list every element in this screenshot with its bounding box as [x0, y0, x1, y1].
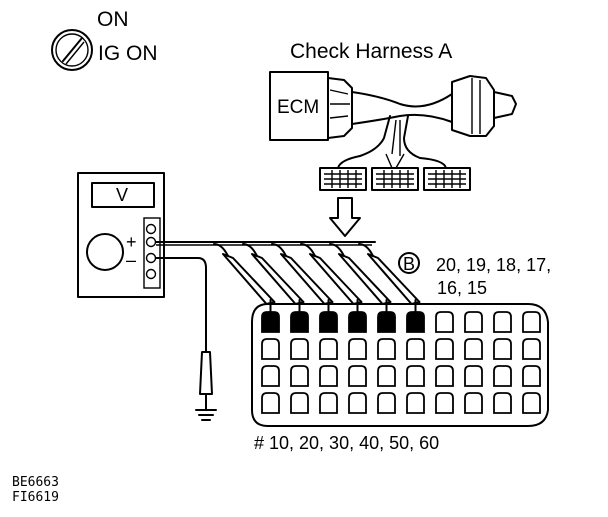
connector-pins-line1: 20, 19, 18, 17, [436, 255, 551, 275]
connector-pin [406, 338, 425, 360]
connector-pin [464, 365, 483, 387]
connector-pin [348, 392, 367, 414]
connector-pin [319, 338, 338, 360]
connector-pin [319, 392, 338, 414]
connector-bottom-label: # 10, 20, 30, 40, 50, 60 [254, 433, 439, 453]
connector-pin [290, 392, 309, 414]
connector-pin-probed [348, 311, 367, 333]
connector-pin [522, 365, 541, 387]
down-arrow-icon [329, 197, 361, 237]
switch-on-label: ON [97, 8, 129, 31]
connector-pin-probed [406, 311, 425, 333]
connector-pin [522, 311, 541, 333]
connector-pin [377, 365, 396, 387]
connector-pin [261, 365, 280, 387]
connector-pin-probed [319, 311, 338, 333]
connector-pin-probed [290, 311, 309, 333]
connector-pin [522, 392, 541, 414]
connector-pin-probed [377, 311, 396, 333]
connector-letter: B [403, 254, 415, 274]
connector-pin [493, 392, 512, 414]
connector-b [251, 303, 549, 427]
connector-pin [261, 392, 280, 414]
ground-lead [155, 257, 213, 411]
harness-title: Check Harness A [290, 40, 452, 63]
connector-pin [493, 365, 512, 387]
connector-pin [435, 365, 454, 387]
switch-ig-on-label: IG ON [98, 42, 158, 65]
check-harness [327, 75, 517, 169]
connector-pin [464, 338, 483, 360]
connector-pin [377, 338, 396, 360]
connector-pin [493, 311, 512, 333]
ecm-label: ECM [277, 97, 319, 118]
connector-pin [290, 338, 309, 360]
connector-pins-line2: 16, 15 [437, 278, 487, 298]
voltmeter-plus-label: + [126, 232, 137, 252]
connector-pin [290, 365, 309, 387]
connector-pin [435, 338, 454, 360]
ignition-key-icon [51, 29, 93, 71]
connector-pin [319, 365, 338, 387]
connector-b-badge: B [398, 252, 420, 274]
connector-pin [435, 311, 454, 333]
connector-pin [522, 338, 541, 360]
harness-branch-connectors [319, 167, 471, 191]
connector-pin [348, 365, 367, 387]
connector-pin-probed [261, 311, 280, 333]
connector-pin [348, 338, 367, 360]
connector-pin [435, 392, 454, 414]
figure-code-2: FI6619 [12, 490, 59, 505]
ground-icon [195, 409, 217, 421]
ecm-unit: ECM [269, 71, 329, 141]
figure-code-1: BE6663 [12, 475, 59, 490]
voltmeter-display-label: V [116, 185, 128, 205]
voltmeter-minus-label: – [126, 250, 136, 270]
connector-pin [261, 338, 280, 360]
connector-pin [493, 338, 512, 360]
connector-pin [464, 311, 483, 333]
connector-pin [464, 392, 483, 414]
connector-pin [406, 365, 425, 387]
connector-pin [377, 392, 396, 414]
connector-pin [406, 392, 425, 414]
